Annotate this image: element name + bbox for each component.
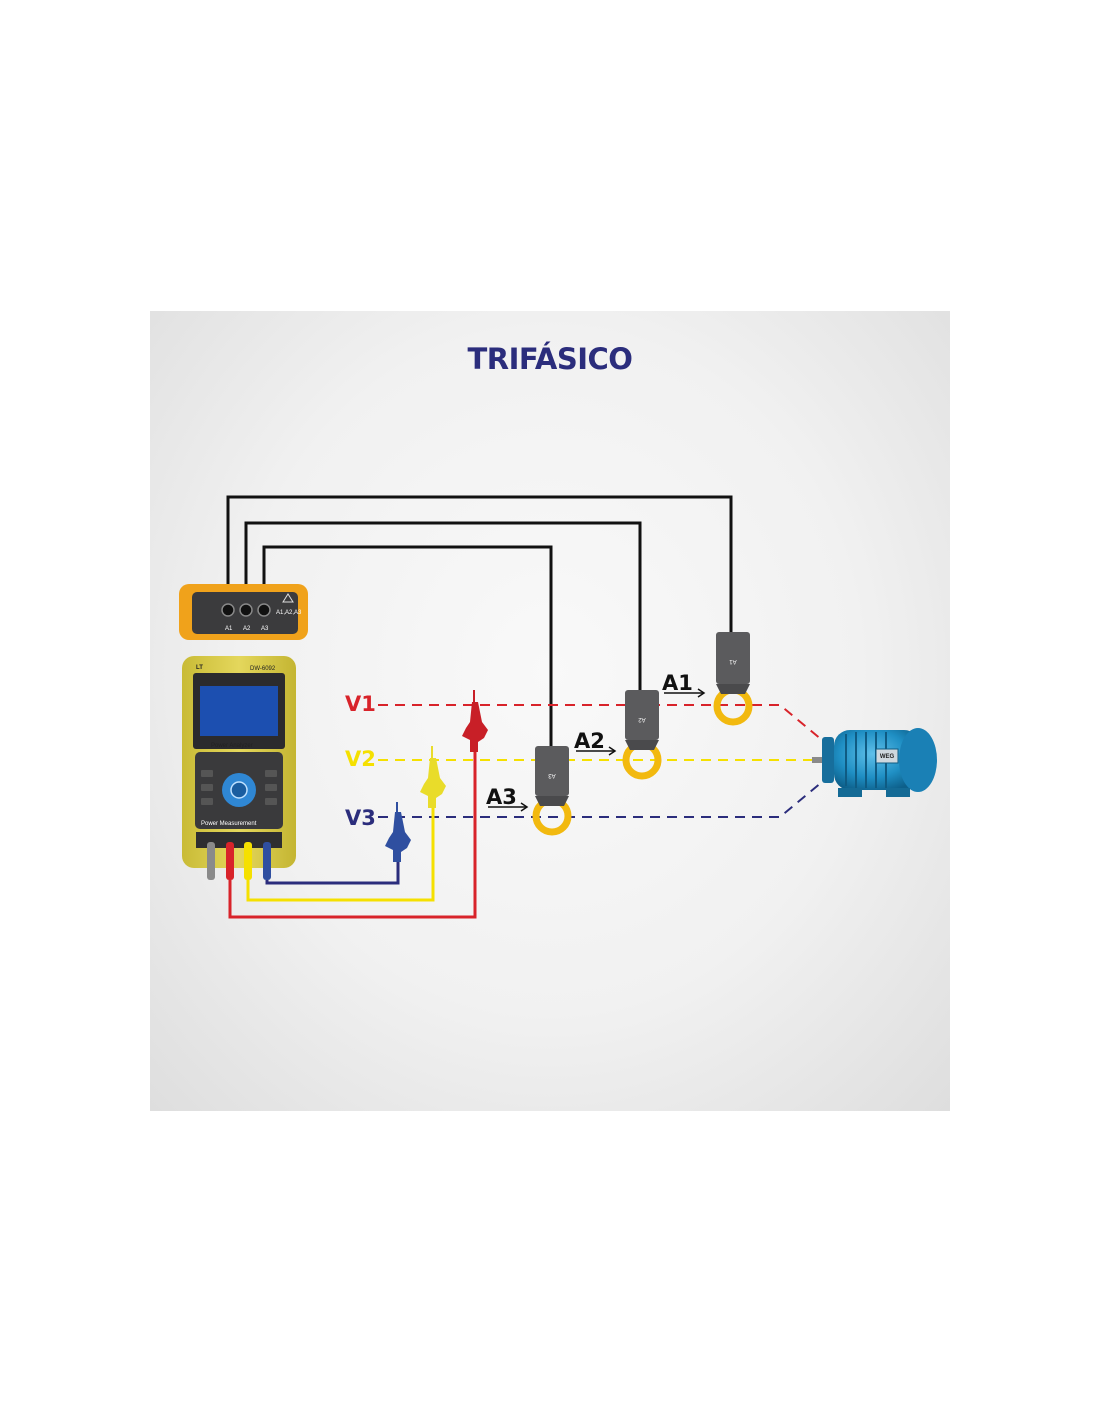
current-clamp-a2: A2 (622, 690, 662, 780)
meter-brand: LT (196, 665, 203, 671)
voltage-lead-2 (246, 795, 435, 902)
clamp-a1-label: A1 (729, 658, 737, 664)
meter-model: DW-6092 (250, 666, 276, 672)
phase-lines (378, 704, 823, 818)
arrow-a2 (576, 746, 617, 756)
meter-screen-caption: Power Analyzer (211, 743, 253, 749)
electric-motor: WEG (812, 728, 937, 797)
adapter-port-a2 (239, 603, 253, 617)
arrow-a1 (664, 688, 706, 698)
label-v3: V3 (345, 806, 376, 830)
clamp-a2-label: A2 (638, 716, 646, 722)
label-a3: A3 (486, 785, 517, 809)
alligator-clip-blue (385, 802, 411, 862)
arrow-a3 (488, 802, 529, 812)
adapter-port-label-a3: A3 (261, 626, 269, 632)
voltage-lead-3 (265, 852, 400, 885)
adapter-port-a3 (257, 603, 271, 617)
voltage-lead-1 (228, 740, 477, 919)
clamp-a3-label: A3 (548, 772, 556, 778)
power-analyzer: LT DW-6092 Power Analyzer Power Measurem… (182, 656, 296, 880)
adapter-port-a1 (221, 603, 235, 617)
clamp-adapter: A1 A2 A3 A1,A2,A3 (179, 584, 308, 640)
diagram-title: TRIFÁSICO (467, 342, 633, 376)
current-clamp-a1: A1 (713, 632, 753, 726)
adapter-note: A1,A2,A3 (276, 610, 302, 616)
current-wire-a1 (226, 495, 733, 640)
current-clamp-a3: A3 (532, 746, 572, 836)
label-v1: V1 (345, 692, 376, 716)
alligator-clip-yellow (420, 746, 446, 808)
current-wire-a2 (244, 521, 642, 695)
motor-plate: WEG (880, 754, 895, 760)
adapter-port-label-a2: A2 (243, 626, 251, 632)
current-wire-a3 (262, 545, 553, 752)
alligator-clip-red (462, 690, 488, 752)
voltage-leads (228, 740, 477, 919)
label-a2: A2 (574, 729, 605, 753)
current-wires (226, 495, 733, 752)
label-v2: V2 (345, 747, 376, 771)
label-a1: A1 (662, 671, 693, 695)
adapter-port-label-a1: A1 (225, 626, 233, 632)
meter-panel-caption: Power Measurement (201, 821, 257, 827)
